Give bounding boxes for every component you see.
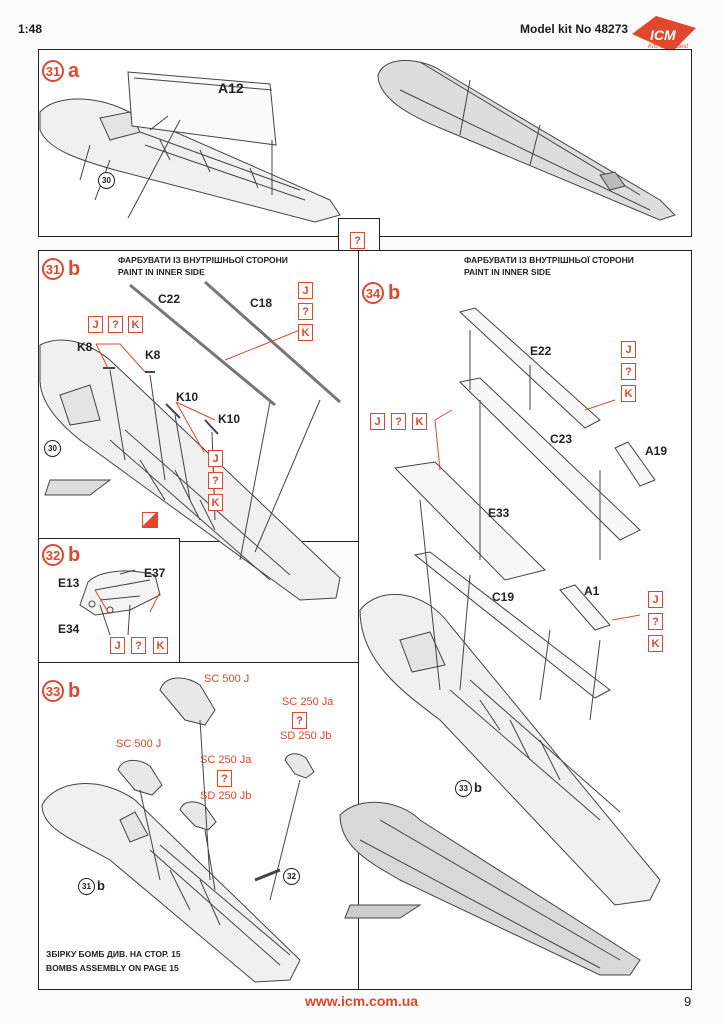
part-C18: C18: [250, 296, 273, 310]
paint-K: K: [621, 385, 636, 402]
part-C22: C22: [158, 292, 181, 306]
part-K10: K10: [218, 412, 241, 426]
paint-K: K: [648, 635, 663, 652]
ref-32: 32: [283, 868, 300, 885]
step-33b-badge: 33 b: [42, 680, 80, 702]
bomb-sd250jb-label: SD 250 Jb: [280, 730, 332, 742]
part-drawing-32b: [79, 569, 161, 636]
part-E22: E22: [530, 344, 552, 358]
paint-K: K: [208, 494, 223, 511]
paint-unknown: ?: [131, 637, 146, 654]
paint-K: K: [128, 316, 143, 333]
part-K8: K8: [145, 348, 161, 362]
paint-K: K: [153, 637, 168, 654]
fuselage-drawing-31a: [39, 60, 676, 223]
fuselage-drawing-33b: [41, 677, 315, 983]
paint-J: J: [621, 341, 636, 358]
paint-J: J: [648, 591, 663, 608]
step-letter: b: [388, 282, 401, 304]
page-number: 9: [684, 994, 692, 1009]
paint-unknown: ?: [391, 413, 406, 430]
ref-31: 31: [78, 878, 95, 895]
step-31b-badge: 31 b: [42, 258, 80, 280]
note-bombs-en: BOMBS ASSEMBLY ON PAGE 15: [46, 963, 179, 973]
footer-url[interactable]: www.icm.com.ua: [305, 993, 419, 1009]
brand-text: ICM: [650, 27, 676, 43]
bomb-sc250ja-label: SC 250 Ja: [200, 754, 252, 766]
fuselage-drawing-31b: [39, 280, 341, 601]
bomb-sc500-label: SC 500 J: [204, 673, 250, 685]
ref-30: 30: [98, 172, 115, 189]
part-E13: E13: [58, 576, 80, 590]
part-E37: E37: [144, 566, 166, 580]
step-number: 34: [362, 282, 384, 304]
part-A12: A12: [218, 80, 244, 96]
paint-K: K: [412, 413, 427, 430]
bomb-sc500-label: SC 500 J: [116, 738, 162, 750]
step-letter: a: [68, 60, 80, 82]
paint-K: K: [298, 324, 313, 341]
step-32b-badge: 32 b: [42, 544, 80, 566]
paint-J: J: [208, 450, 223, 467]
step-number: 32: [42, 544, 64, 566]
center-paint-mark: ?: [350, 232, 365, 249]
scale-label: 1:48: [18, 22, 43, 36]
paint-unknown: ?: [292, 712, 307, 729]
paint-swatch-icon: [142, 512, 158, 528]
part-E33: E33: [488, 506, 510, 520]
paint-unknown: ?: [108, 316, 123, 333]
step-31a-badge: 31 a: [42, 60, 79, 82]
step-number: 33: [42, 680, 64, 702]
fuselage-drawing-34b: [339, 307, 661, 976]
part-K8: K8: [77, 340, 93, 354]
ref-letter: b: [97, 878, 105, 893]
paint-unknown: ?: [621, 363, 636, 380]
paint-unknown: ?: [648, 613, 663, 630]
paint-unknown: ?: [298, 303, 313, 320]
part-C23: C23: [550, 432, 573, 446]
icm-logo: ICM Kits in the Best: [630, 14, 698, 54]
step-letter: b: [68, 258, 81, 280]
note-paint-inner-en: PAINT IN INNER SIDE: [464, 267, 551, 277]
note-paint-inner-ua: ФАРБУВАТИ ІЗ ВНУТРІШНЬОЇ СТОРОНИ: [118, 255, 288, 265]
step-letter: b: [68, 680, 81, 702]
step-number: 31: [42, 258, 64, 280]
paint-J: J: [370, 413, 385, 430]
note-paint-inner-en: PAINT IN INNER SIDE: [118, 267, 205, 277]
paint-unknown: ?: [217, 770, 232, 787]
kit-number: Model kit No 48273: [520, 22, 629, 36]
paint-J: J: [298, 282, 313, 299]
part-C19: C19: [492, 590, 515, 604]
note-bombs-ua: ЗБІРКУ БОМБ ДИВ. НА СТОР. 15: [46, 949, 181, 959]
paint-J: J: [110, 637, 125, 654]
ref-30: 30: [44, 440, 61, 457]
ref-33: 33: [455, 780, 472, 797]
note-paint-inner-ua: ФАРБУВАТИ ІЗ ВНУТРІШНЬОЇ СТОРОНИ: [464, 255, 634, 265]
paint-unknown: ?: [208, 472, 223, 489]
step-number: 31: [42, 60, 64, 82]
bomb-sc250ja-label: SC 250 Ja: [282, 696, 334, 708]
ref-letter: b: [474, 780, 482, 795]
paint-J: J: [88, 316, 103, 333]
part-E34: E34: [58, 622, 80, 636]
part-K10: K10: [176, 390, 199, 404]
tagline: Kits in the Best: [648, 44, 689, 50]
step-34b-badge: 34 b: [362, 282, 400, 304]
part-A19: A19: [645, 444, 668, 458]
part-A1: A1: [584, 584, 600, 598]
step-letter: b: [68, 544, 81, 566]
bomb-sd250jb-label: SD 250 Jb: [200, 790, 252, 802]
